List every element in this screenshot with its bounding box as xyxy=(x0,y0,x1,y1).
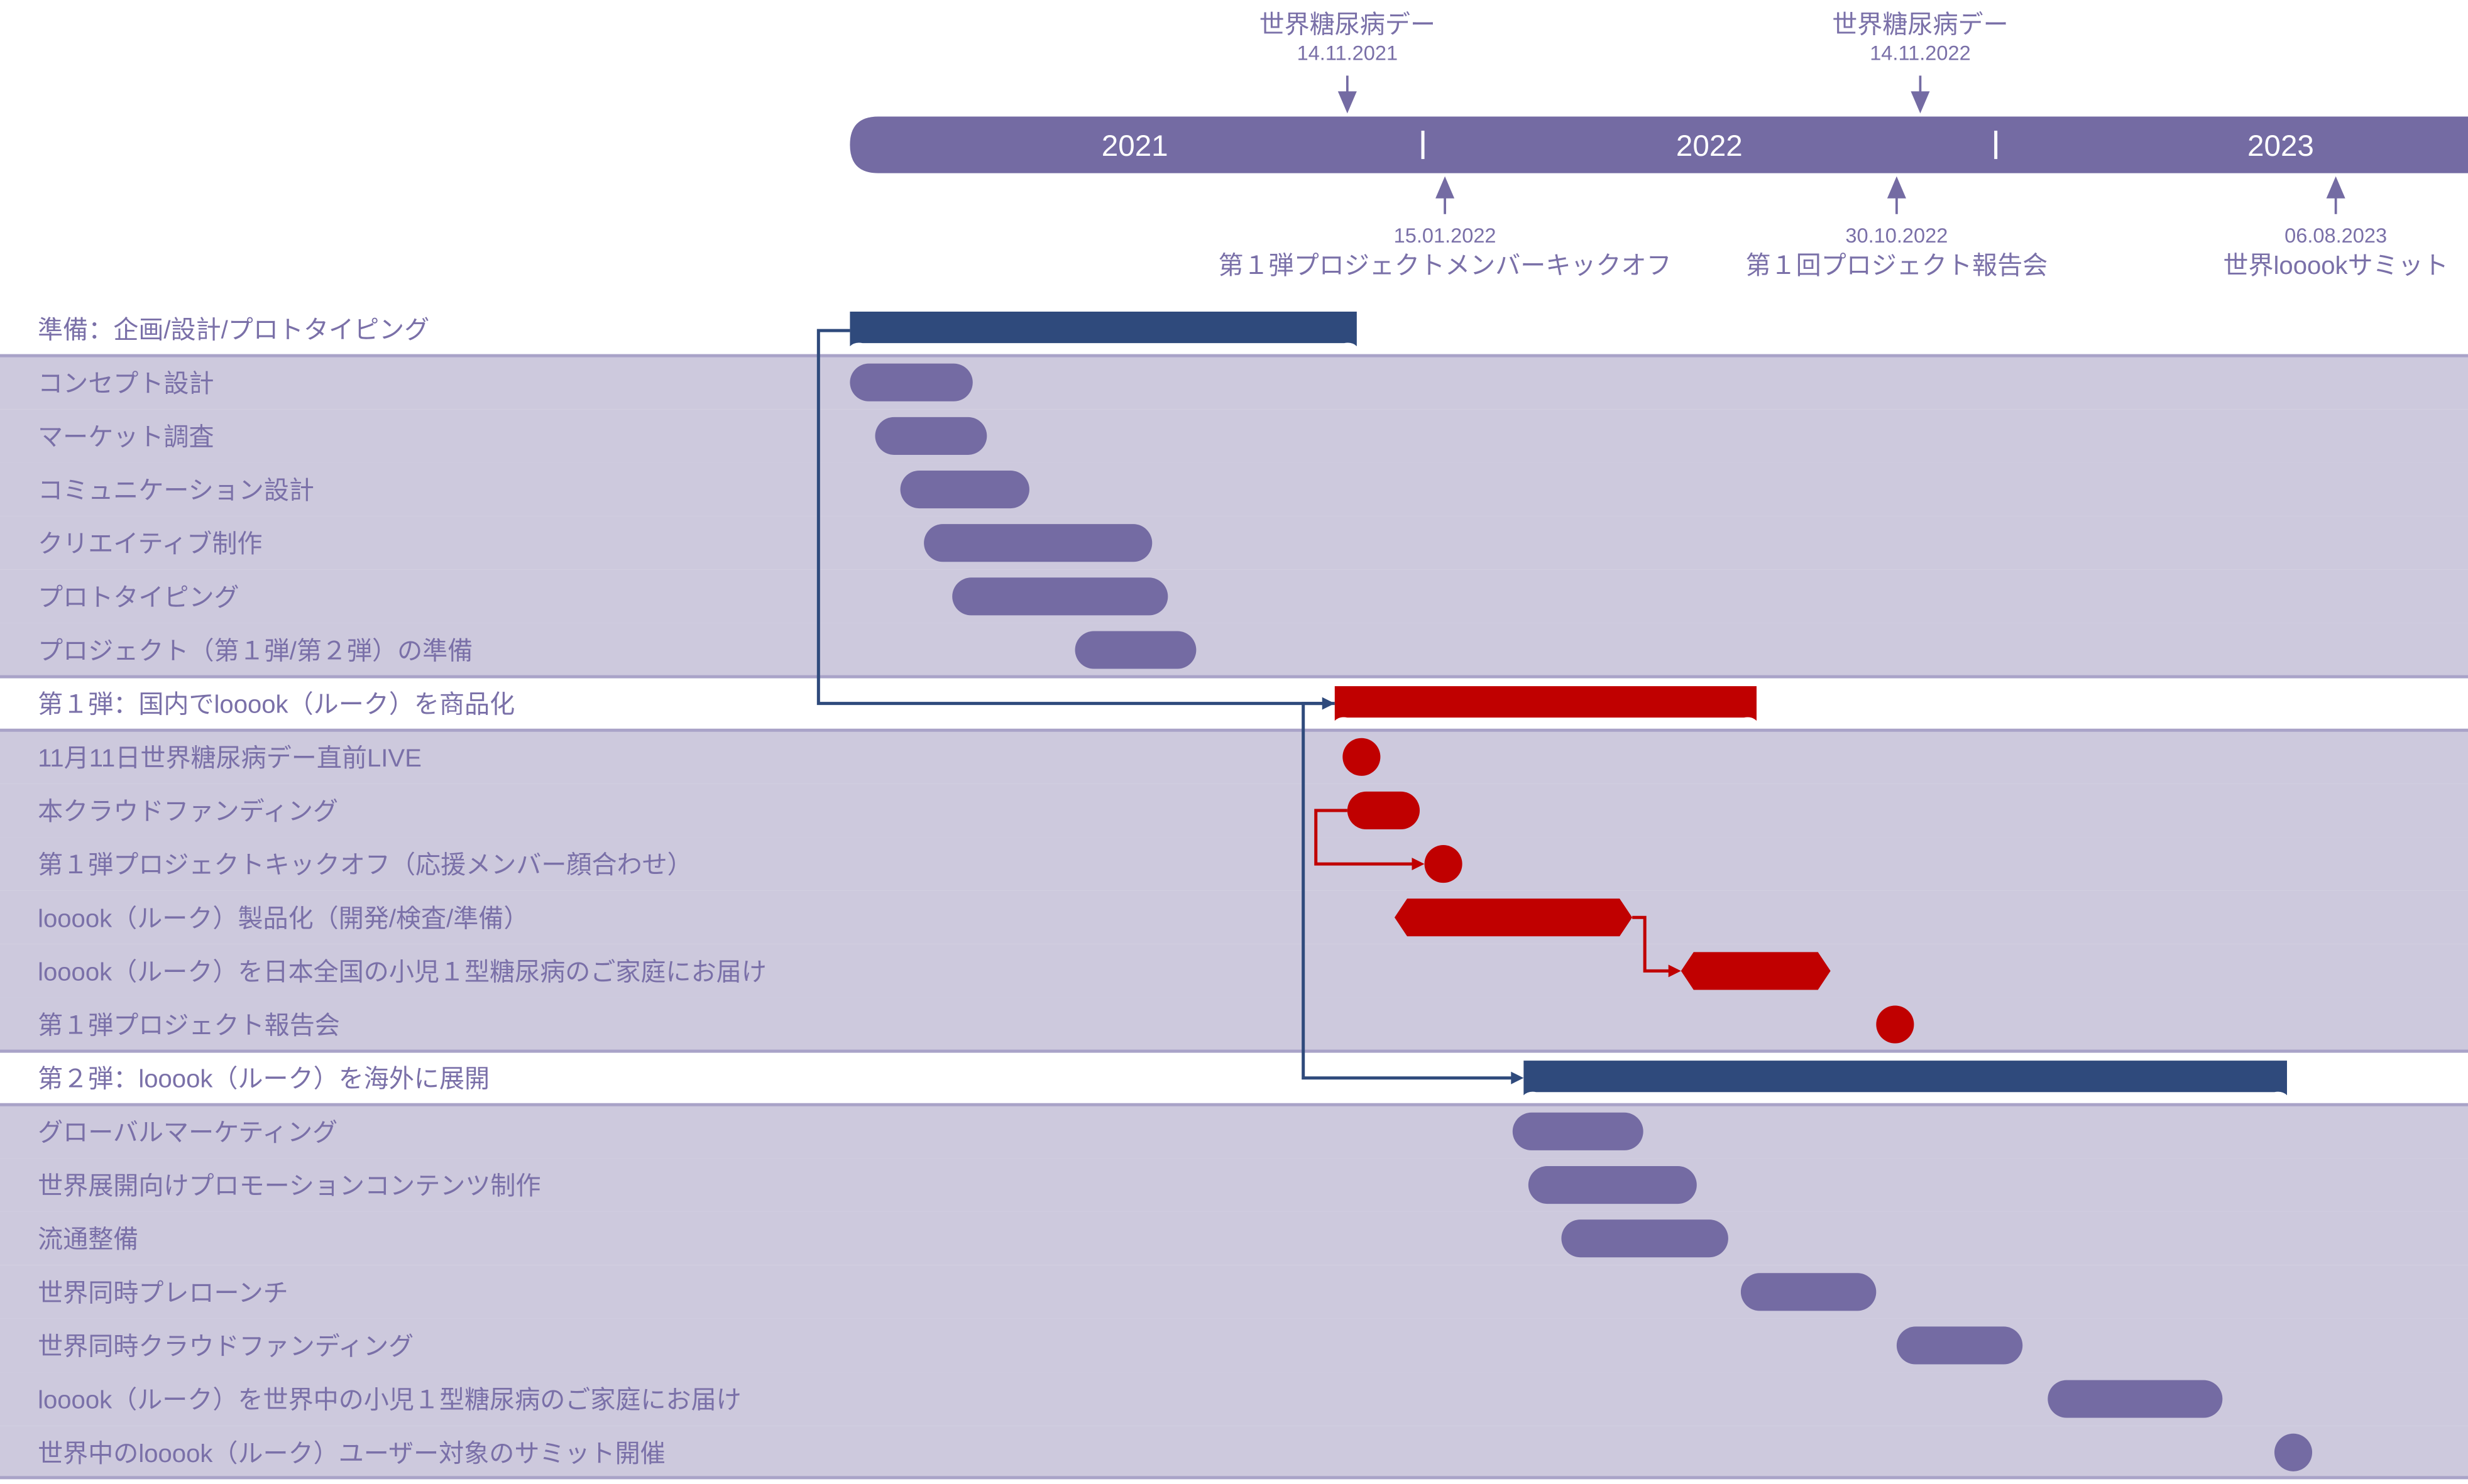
milestone-date: 15.01.2022 xyxy=(1394,224,1496,247)
milestone-marker xyxy=(2274,1433,2313,1471)
row-background xyxy=(0,890,2468,944)
task-bar xyxy=(900,470,1029,509)
row-label: 第１弾プロジェクト報告会 xyxy=(38,1012,340,1040)
row-label: クリエイティブ制作 xyxy=(38,530,262,558)
year-label: 2022 xyxy=(1676,129,1743,163)
row-label: looook（ルーク）を日本全国の小児１型糖尿病のご家庭にお届け xyxy=(38,958,767,986)
row-label: プロトタイピング xyxy=(38,584,239,611)
milestone-title: 世界looookサミット xyxy=(2223,252,2448,280)
row-label: 第２弾：looook（ルーク）を海外に展開 xyxy=(38,1066,490,1093)
row-label: マーケット調査 xyxy=(38,423,214,451)
milestone-title: 世界糖尿病デー xyxy=(1832,11,2008,39)
row-background xyxy=(0,516,2468,570)
milestone-date: 06.08.2023 xyxy=(2284,224,2387,247)
milestone-date: 14.11.2022 xyxy=(1870,41,1970,64)
task-bar xyxy=(1896,1326,2023,1365)
arrow-down-icon xyxy=(1911,91,1930,114)
milestone-marker xyxy=(1876,1005,1914,1044)
milestone-title: 世界糖尿病デー xyxy=(1259,11,1435,39)
row-background xyxy=(0,1426,2468,1480)
timeline-bar xyxy=(850,116,2468,173)
task-bar xyxy=(924,524,1153,562)
arrow-right-icon xyxy=(1511,1071,1524,1084)
year-label: 2021 xyxy=(1102,129,1168,163)
row-label: コミュニケーション設計 xyxy=(38,477,314,505)
row-label: 世界中のlooook（ルーク）ユーザー対象のサミット開催 xyxy=(38,1440,666,1468)
task-bar xyxy=(1512,1112,1643,1150)
task-bar xyxy=(2048,1380,2223,1418)
row-label: 第１弾プロジェクトキックオフ（応援メンバー顔合わせ） xyxy=(38,851,693,879)
row-background xyxy=(0,1211,2468,1265)
task-bar xyxy=(875,417,987,455)
phase-summary-bar xyxy=(850,312,1357,347)
row-background xyxy=(0,1318,2468,1373)
row-label: 本クラウドファンディング xyxy=(38,798,338,826)
arrow-right-icon xyxy=(1668,964,1681,978)
task-bar xyxy=(952,577,1168,616)
milestone-date: 14.11.2021 xyxy=(1297,41,1398,64)
phase-summary-bar xyxy=(1523,1061,2287,1096)
row-label: 準備：企画/設計/プロトタイピング xyxy=(38,317,429,344)
row-background xyxy=(0,356,2468,410)
row-background xyxy=(0,997,2468,1052)
row-label: 世界展開向けプロモーションコンテンツ制作 xyxy=(38,1172,540,1200)
row-label: 第１弾：国内でlooook（ルーク）を商品化 xyxy=(38,691,515,719)
task-bar xyxy=(1740,1273,1877,1311)
dependency-connector xyxy=(1302,702,1521,1080)
task-bar xyxy=(850,363,973,401)
row-background xyxy=(0,730,2468,784)
row-label: 世界同時プレローンチ xyxy=(38,1279,288,1307)
arrow-down-icon xyxy=(1337,91,1357,114)
row-label: コンセプト設計 xyxy=(38,370,214,398)
task-bar xyxy=(1394,898,1633,937)
row-label: looook（ルーク）製品化（開発/検査/準備） xyxy=(38,905,529,932)
row-background xyxy=(0,569,2468,623)
dependency-connector xyxy=(1314,809,1422,866)
phase-summary-bar xyxy=(1334,686,1757,721)
row-background xyxy=(0,1265,2468,1319)
task-bar xyxy=(1528,1165,1697,1204)
row-background xyxy=(0,783,2468,837)
task-bar xyxy=(1075,631,1197,669)
row-background xyxy=(0,1105,2468,1159)
task-bar xyxy=(1561,1219,1728,1258)
row-background xyxy=(0,944,2468,998)
task-bar xyxy=(1681,952,1831,990)
row-label: グローバルマーケティング xyxy=(38,1119,337,1147)
arrow-up-icon xyxy=(1435,176,1455,199)
dependency-connector xyxy=(816,329,1332,706)
row-label: プロジェクト（第１弾/第２弾）の準備 xyxy=(38,638,473,665)
milestone-date: 30.10.2022 xyxy=(1845,224,1948,247)
milestone-marker xyxy=(1424,845,1462,883)
row-background xyxy=(0,462,2468,516)
milestone-title: 第１弾プロジェクトメンバーキックオフ xyxy=(1219,252,1672,280)
year-label: 2023 xyxy=(2247,129,2314,163)
row-background xyxy=(0,409,2468,463)
row-background xyxy=(0,623,2468,677)
milestone-title: 第１回プロジェクト報告会 xyxy=(1746,252,2048,280)
row-label: 流通整備 xyxy=(38,1226,138,1253)
milestone-marker xyxy=(1342,738,1381,776)
arrow-up-icon xyxy=(1887,176,1906,199)
row-background xyxy=(0,1158,2468,1212)
row-label: 11月11日世界糖尿病デー直前LIVE xyxy=(38,745,422,772)
task-bar xyxy=(1347,791,1420,830)
arrow-up-icon xyxy=(2326,176,2345,199)
arrow-right-icon xyxy=(1412,858,1425,871)
dependency-connector xyxy=(1632,915,1678,973)
row-label: 世界同時クラウドファンディング xyxy=(38,1333,414,1360)
row-label: looook（ルーク）を世界中の小児１型糖尿病のご家庭にお届け xyxy=(38,1387,742,1414)
row-background xyxy=(0,837,2468,891)
